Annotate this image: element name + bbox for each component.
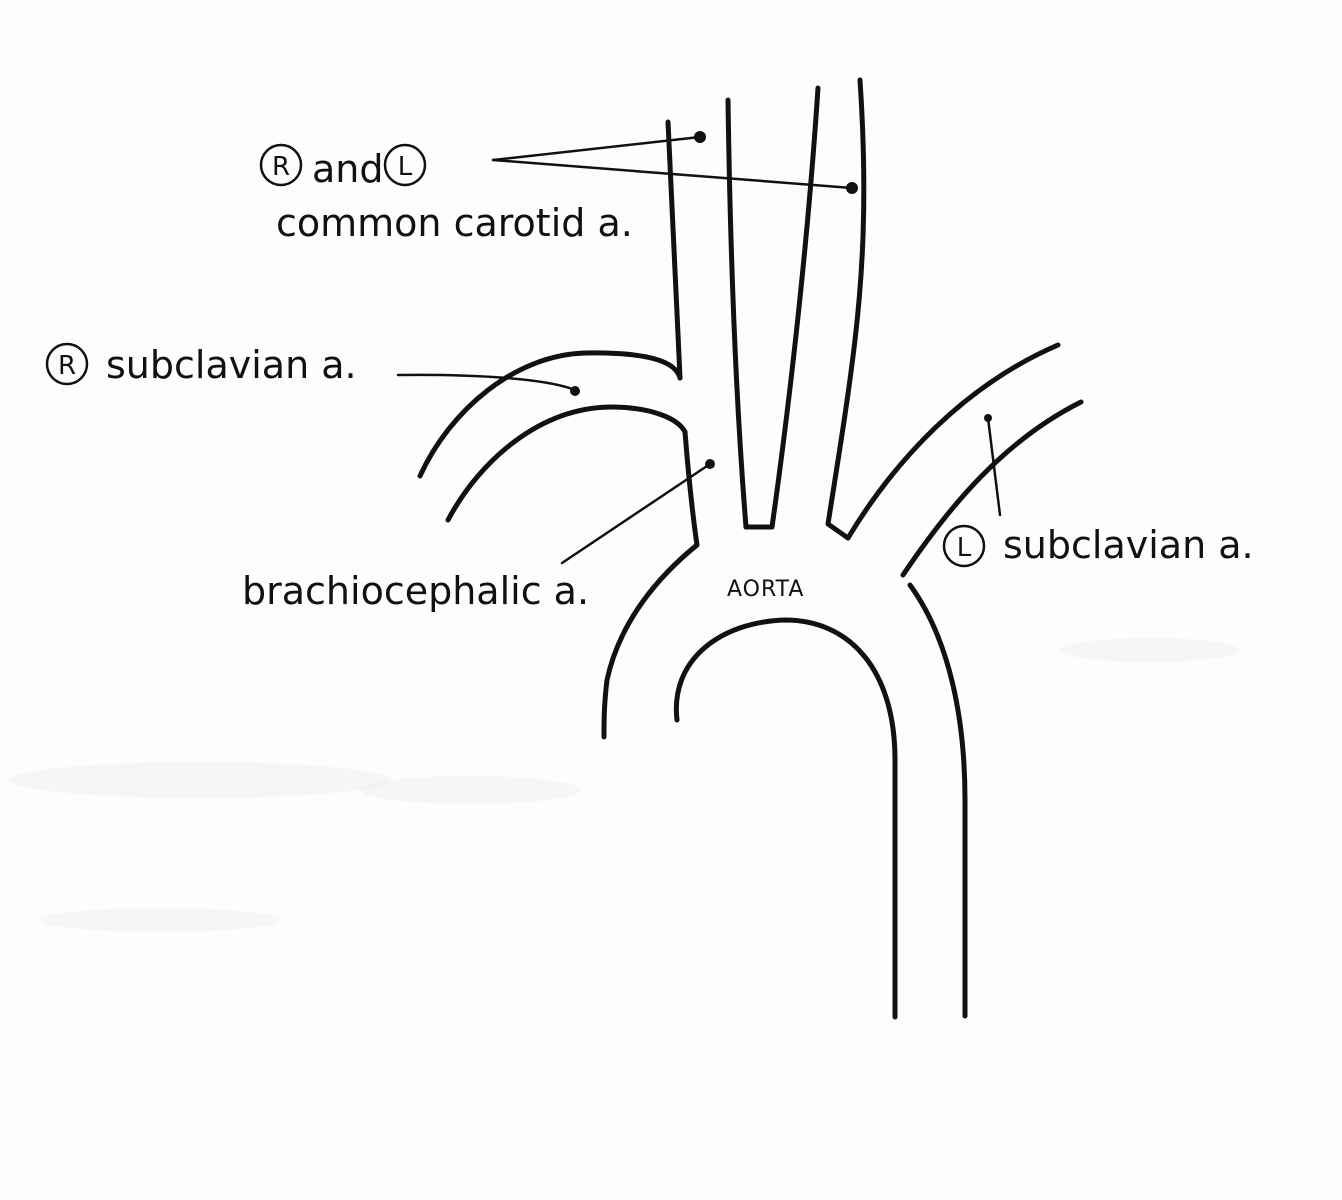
left-subclavian-leader [986,416,1002,517]
right-subclavian-letter: R [58,351,76,381]
label-common-carotid: R and L common carotid a. [259,143,633,245]
right-circle-letter: R [272,152,290,182]
carotid-leader-left-dot [846,182,858,194]
left-subclavian-text: subclavian a. [1003,523,1254,567]
brachiocephalic-leader [560,462,712,565]
left-subclavian-leader-dot [984,414,992,422]
right-subclavian-circle [45,342,89,386]
left-subclavian-upper-wall [845,342,1061,541]
left-circle-marker [383,143,427,187]
leaders [396,131,1002,565]
aorta-text: AORTA [727,577,804,602]
right-subclavian-text: subclavian a. [106,343,357,387]
vessels [417,77,1084,1020]
descending-aorta-outer-wall [907,582,968,1019]
left-circle-letter: L [398,152,413,182]
label-right-subclavian: R subclavian a. [45,342,357,387]
brachiocephalic-leader-dot [705,459,715,469]
common-carotid-text: common carotid a. [276,201,633,245]
left-subclavian-lower-wall [900,399,1084,578]
label-aorta: AORTA [727,577,804,602]
right-subclavian-leader-dot [570,386,580,396]
right-subclavian-leader [396,373,577,392]
brachiocephalic-upper-wall [665,119,683,381]
brachiocephalic-lateral-wall [601,429,700,740]
right-circle-marker [259,143,303,187]
carotid-leader-left [491,158,854,190]
carotid-and-text: and [312,147,384,191]
left-subclavian-letter: L [957,533,972,563]
right-subclavian-lower-wall [445,404,688,523]
label-brachiocephalic: brachiocephalic a. [242,569,589,613]
carotid-leader-right-dot [694,131,706,143]
left-subclavian-circle [942,524,986,568]
carotid-outer-right-wall [825,77,867,541]
paper-smudges [10,638,1240,932]
aortic-arch-inner-wall [673,617,898,1020]
label-left-subclavian: L subclavian a. [942,523,1254,568]
right-subclavian-upper-wall [417,350,683,479]
carotid-inner-left-wall [725,85,821,530]
carotid-leader-right [491,135,702,162]
brachiocephalic-text: brachiocephalic a. [242,569,589,613]
